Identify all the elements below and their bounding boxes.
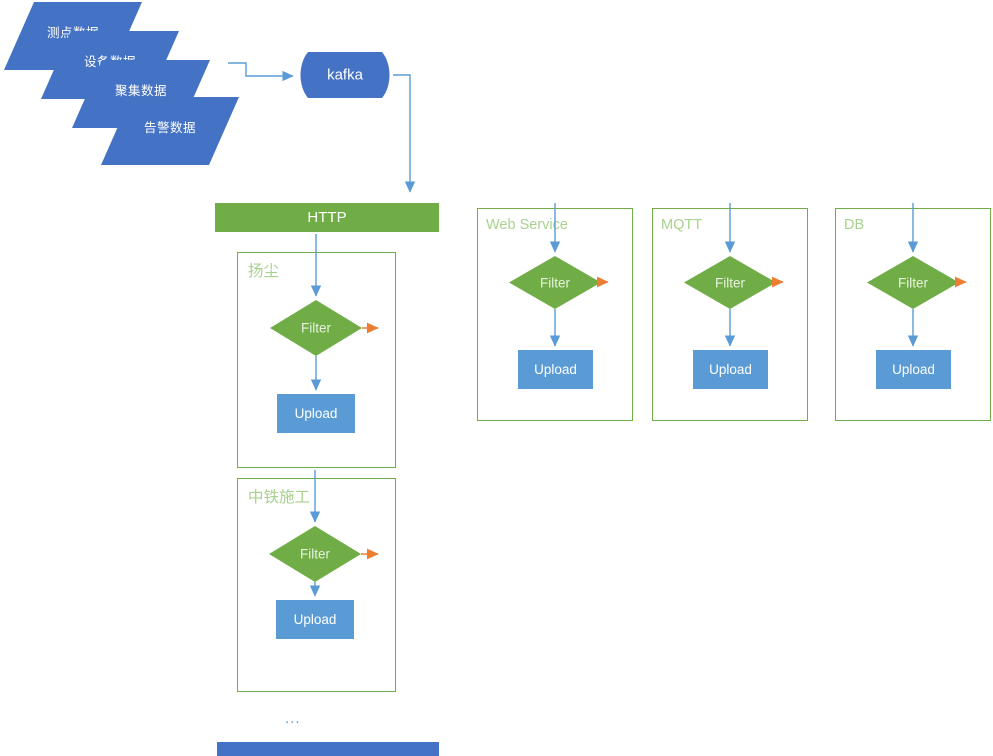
group-box-yangchen[interactable] — [237, 252, 396, 468]
filter-diamond-web-service[interactable]: Filter — [509, 256, 601, 309]
filter-diamond-yangchen-label: Filter — [301, 320, 331, 336]
upload-box-web-service[interactable]: Upload — [518, 350, 593, 389]
group-box-db[interactable] — [835, 208, 991, 421]
more-groups-ellipsis: ... — [285, 710, 301, 727]
source-node-4-label: 告警数据 — [143, 121, 196, 135]
group-box-web-service[interactable] — [477, 208, 633, 421]
diamond-shape — [269, 526, 361, 582]
upload-box-db[interactable]: Upload — [876, 350, 951, 389]
upload-box-mqtt[interactable]: Upload — [693, 350, 768, 389]
wire-kafka-to-http — [393, 74, 416, 193]
group-title-zhongtie: 中铁施工 — [248, 489, 311, 506]
source-node-4[interactable]: 告警数据 — [101, 97, 239, 165]
kafka-node[interactable]: kafka — [296, 50, 394, 100]
filter-diamond-yangchen[interactable]: Filter — [270, 300, 362, 356]
protocol-bar-http[interactable]: HTTP — [215, 203, 439, 232]
group-title-web-service: Web Service — [486, 217, 568, 233]
group-title-db: DB — [844, 217, 865, 233]
source-node-3-label: 聚集数据 — [114, 84, 167, 98]
group-title-mqtt: MQTT — [661, 217, 703, 233]
group-title-yangchen: 扬尘 — [248, 263, 280, 280]
diamond-shape — [867, 256, 959, 309]
diamond-shape — [270, 300, 362, 356]
filter-diamond-zhongtie[interactable]: Filter — [269, 526, 361, 582]
filter-diamond-zhongtie-label: Filter — [300, 546, 330, 562]
tape-shape — [300, 52, 390, 98]
wire-sources-to-kafka — [228, 62, 294, 82]
group-box-zhongtie[interactable] — [237, 478, 396, 692]
filter-diamond-mqtt-label: Filter — [715, 275, 745, 290]
upload-box-zhongtie[interactable]: Upload — [276, 600, 354, 639]
bottom-protocol-bar[interactable] — [217, 742, 439, 756]
upload-box-yangchen[interactable]: Upload — [277, 394, 355, 433]
kafka-node-label: kafka — [327, 66, 363, 84]
group-box-mqtt[interactable] — [652, 208, 808, 421]
parallelogram-shape — [101, 97, 239, 165]
filter-diamond-web-service-label: Filter — [540, 275, 570, 290]
diamond-shape — [509, 256, 601, 309]
filter-diamond-db[interactable]: Filter — [867, 256, 959, 309]
filter-diamond-mqtt[interactable]: Filter — [684, 256, 776, 309]
filter-diamond-db-label: Filter — [898, 275, 928, 290]
diamond-shape — [684, 256, 776, 309]
